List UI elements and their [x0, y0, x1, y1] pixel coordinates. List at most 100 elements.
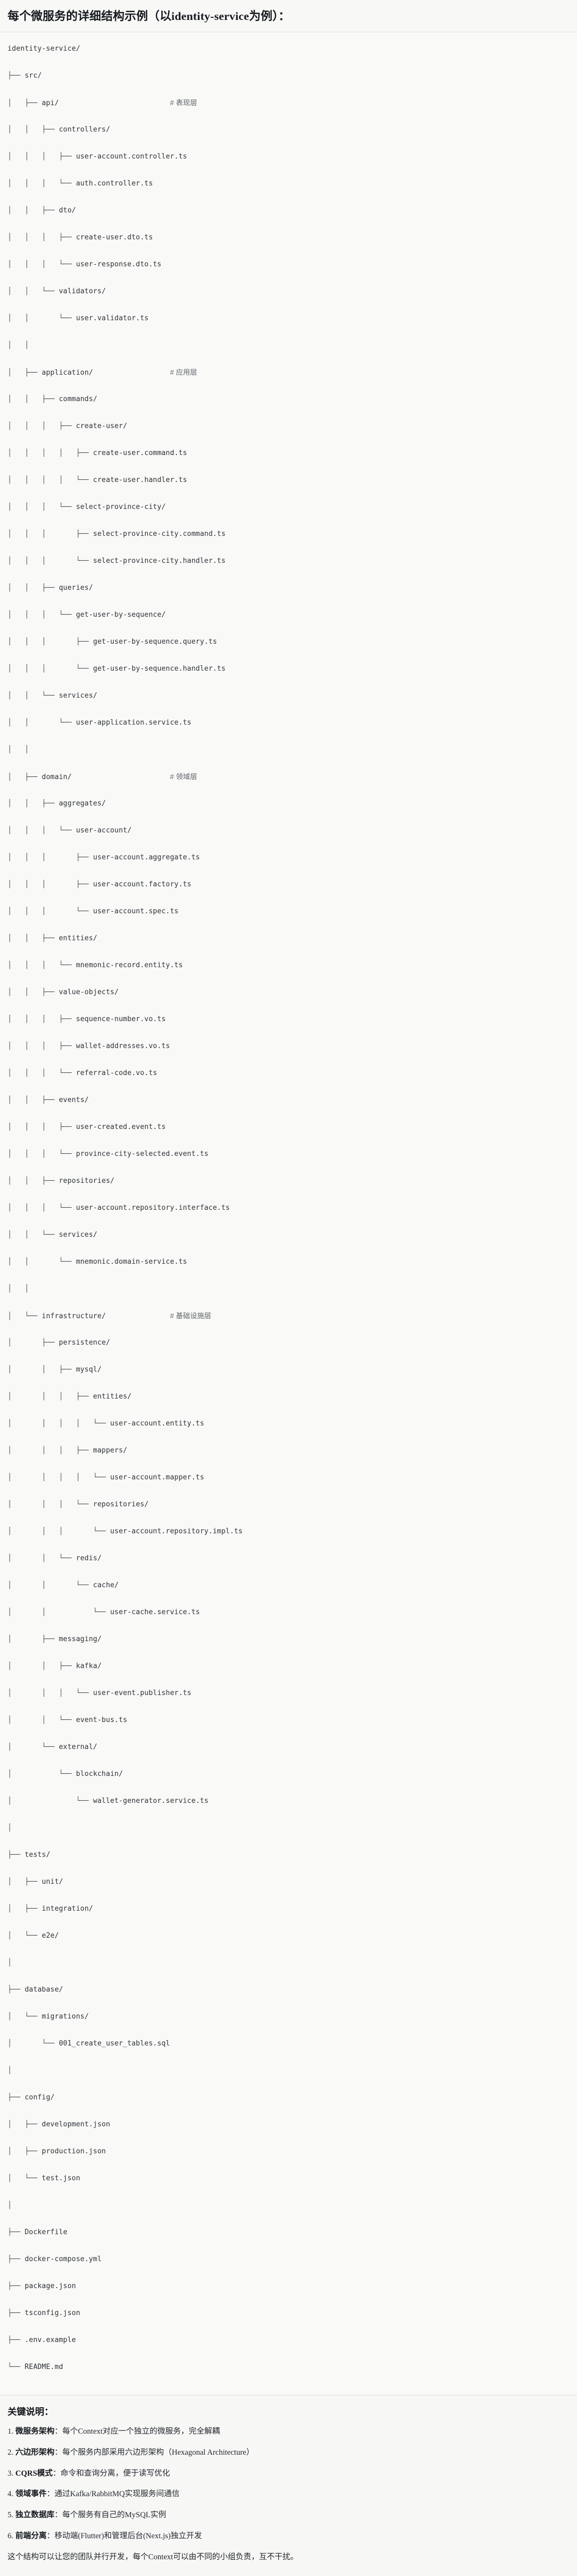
tree-row: │ │ │ ├── get-user-by-sequence.query.ts — [8, 635, 569, 649]
tree-layer-comment: # 应用层 — [170, 368, 197, 377]
tree-node-name: user-account.mapper.ts — [110, 1473, 204, 1482]
tree-branch-glyphs: │ — [8, 2201, 12, 2210]
tree-row: │ │ │ │ └── create-user.handler.ts — [8, 473, 569, 487]
tree-branch-glyphs: │ └── — [8, 2174, 42, 2183]
tree-row: └── README.md — [8, 2360, 569, 2374]
tree-branch-glyphs: │ │ ├── — [8, 800, 59, 808]
tree-row: │ │ │ │ ├── create-user.command.ts — [8, 446, 569, 460]
key-point-label: 微服务架构 — [15, 2427, 55, 2436]
tree-node-name: wallet-addresses.vo.ts — [75, 1042, 170, 1051]
tree-node-name: wallet-generator.service.ts — [93, 1797, 209, 1806]
tree-branch-glyphs: └── — [8, 2363, 25, 2372]
tree-node-name: database/ — [24, 1986, 64, 1994]
tree-node-name: user-account.repository.impl.ts — [110, 1527, 243, 1536]
tree-branch-glyphs: │ │ │ ├── — [8, 153, 76, 161]
tree-row: │ │ │ ├── create-user.dto.ts — [8, 231, 569, 244]
tree-row: │ │ ├── commands/ — [8, 392, 569, 406]
tree-row: │ — [8, 1821, 569, 1835]
tree-node-name: select-province-city.handler.ts — [93, 557, 226, 566]
tree-node-name: user-application.service.ts — [75, 719, 191, 727]
tree-branch-glyphs: │ │ └── — [8, 692, 59, 700]
tree-node-name: create-user.command.ts — [93, 449, 187, 458]
tree-node-name: event-bus.ts — [75, 1716, 127, 1725]
key-point-index: 5. — [8, 2511, 16, 2520]
key-point-item: 1. 微服务架构：每个Context对应一个独立的微服务，完全解耦 — [8, 2426, 569, 2438]
tree-node-name: domain/ — [42, 773, 72, 782]
key-point-index: 3. — [8, 2469, 16, 2478]
tree-branch-glyphs: │ │ │ └── — [8, 1500, 93, 1509]
directory-tree: identity-service/ ├── src/ │ ├── api/ # … — [8, 42, 569, 2387]
tree-node-name: referral-code.vo.ts — [75, 1069, 157, 1078]
tree-branch-glyphs: │ │ │ └── — [8, 611, 76, 619]
tree-node-name: repositories/ — [59, 1177, 115, 1186]
key-point-separator: ： — [46, 2490, 55, 2499]
tree-branch-glyphs: │ │ ├── — [8, 988, 59, 997]
tree-row: │ │ │ └── user-account.repository.impl.t… — [8, 1525, 569, 1538]
tree-node-name: redis/ — [75, 1554, 102, 1563]
tree-branch-glyphs: │ ├── — [8, 2147, 42, 2156]
key-point-item: 6. 前端分离：移动端(Flutter)和管理后台(Next.js)独立开发 — [8, 2531, 569, 2543]
tree-branch-glyphs: │ ├── — [8, 2120, 42, 2129]
tree-branch-glyphs: │ │ └── — [8, 1716, 76, 1725]
tree-branch-glyphs: │ └── — [8, 2040, 59, 2048]
tree-node-name: user-account.factory.ts — [93, 880, 191, 889]
tree-branch-glyphs: │ ├── — [8, 99, 42, 108]
tree-branch-glyphs: │ │ │ │ ├── — [8, 449, 93, 458]
tree-branch-glyphs: │ │ │ ├── — [8, 1015, 76, 1024]
tree-branch-glyphs: │ — [8, 1959, 12, 1967]
tree-branch-glyphs: │ ├── — [8, 1905, 42, 1913]
tree-node-name: docker-compose.yml — [24, 2255, 102, 2264]
directory-tree-block: identity-service/ ├── src/ │ ├── api/ # … — [0, 32, 577, 2396]
tree-branch-glyphs: ├── — [8, 1986, 25, 1994]
tree-node-name: services/ — [59, 1231, 98, 1239]
tree-row: │ │ │ │ └── user-account.mapper.ts — [8, 1471, 569, 1484]
tree-node-name: src/ — [24, 72, 42, 80]
tree-row: │ │ ├── mysql/ — [8, 1363, 569, 1376]
tree-row: │ ├── messaging/ — [8, 1633, 569, 1646]
tree-branch-glyphs: │ └── — [8, 1932, 42, 1940]
tree-branch-glyphs: │ │ │ ├── — [8, 1447, 93, 1455]
tree-node-name: unit/ — [42, 1878, 64, 1886]
tree-branch-glyphs: │ │ ├── — [8, 1366, 76, 1374]
tree-node-name: integration/ — [42, 1905, 93, 1913]
tree-branch-glyphs: │ │ │ │ └── — [8, 476, 93, 485]
tree-row: │ │ │ │ └── user-account.entity.ts — [8, 1417, 569, 1430]
tree-row: │ — [8, 1956, 569, 1969]
tree-branch-glyphs: │ ├── — [8, 369, 42, 377]
tree-layer-comment: # 基础设施层 — [170, 1312, 211, 1320]
tree-row: │ │ └── event-bus.ts — [8, 1713, 569, 1727]
tree-branch-glyphs: │ │ — [8, 1285, 29, 1293]
tree-row: │ └── blockchain/ — [8, 1767, 569, 1781]
tree-branch-glyphs: │ └── — [8, 1770, 76, 1779]
tree-row: │ │ │ └── repositories/ — [8, 1498, 569, 1511]
tree-row: │ │ │ └── mnemonic-record.entity.ts — [8, 959, 569, 972]
tree-branch-glyphs: │ │ │ └── — [8, 1689, 93, 1698]
tree-node-name: user.validator.ts — [75, 314, 149, 323]
tree-branch-glyphs: │ │ ├── — [8, 126, 59, 134]
tree-node-name: kafka/ — [75, 1662, 102, 1671]
tree-node-name: persistence/ — [59, 1339, 111, 1347]
tree-node-name: user-cache.service.ts — [110, 1608, 200, 1617]
tree-branch-glyphs: │ │ — [8, 746, 29, 754]
tree-branch-glyphs: ├── — [8, 2309, 25, 2318]
tree-node-name: mysql/ — [75, 1366, 102, 1374]
tree-row: │ │ │ └── user-account.repository.interf… — [8, 1201, 569, 1215]
tree-node-name: events/ — [59, 1096, 89, 1105]
key-point-index: 4. — [8, 2490, 16, 2499]
tree-branch-glyphs: │ │ │ ├── — [8, 530, 93, 539]
tree-comment-spacer — [93, 369, 170, 377]
tree-node-name: migrations/ — [42, 2013, 89, 2021]
tree-node-name: user-created.event.ts — [75, 1123, 166, 1132]
tree-node-name: auth.controller.ts — [75, 180, 153, 188]
tree-row: │ └── external/ — [8, 1740, 569, 1754]
tree-node-name: user-account/ — [75, 826, 132, 835]
tree-row: │ │ │ └── referral-code.vo.ts — [8, 1066, 569, 1080]
tree-node-name: api/ — [42, 99, 59, 108]
key-point-text: 每个Context对应一个独立的微服务，完全解耦 — [62, 2427, 220, 2436]
tree-branch-glyphs: ├── — [8, 2093, 25, 2102]
key-point-text: 每个服务内部采用六边形架构（Hexagonal Architecture） — [62, 2448, 255, 2457]
tree-row: │ └── test.json — [8, 2172, 569, 2185]
tree-node-name: repositories/ — [93, 1500, 149, 1509]
